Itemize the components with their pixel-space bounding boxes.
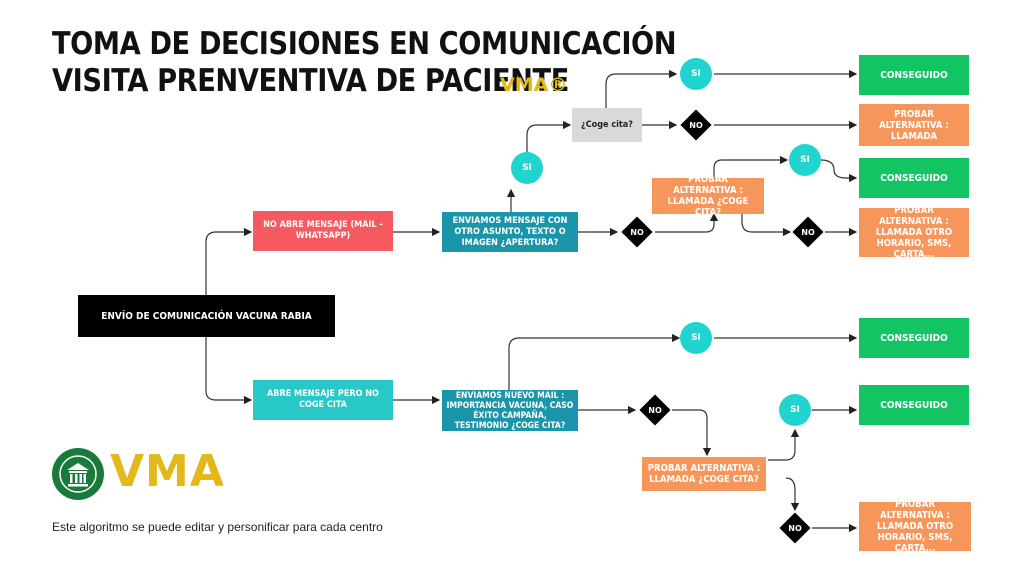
building-icon [59,455,97,493]
no-label: NO [648,405,662,415]
yes-circle: SI [680,322,712,354]
no-abre-node: No abre mensaje (Mail - Whatsapp) [253,211,393,251]
alternativa-otro-horario-node: PROBAR ALTERNATIVA : LLAMADA OTRO HORARI… [859,499,971,554]
abre-node: Abre mensaje pero no coge cita [253,380,393,420]
no-diamond: NO [680,109,712,141]
no-label: NO [801,227,815,237]
vma-logo-text: VMA [110,446,225,497]
alternativa-llamada-node: PROBAR ALTERNATIVA : LLAMADA [859,104,969,146]
no-diamond: NO [621,216,653,248]
footer-note: Este algoritmo se puede editar y personi… [52,520,383,534]
no-label: NO [788,523,802,533]
no-diamond: NO [779,512,811,544]
vma-logo-emblem [52,448,104,500]
no-label: NO [630,227,644,237]
conseguido-node: CONSEGUIDO [859,158,969,198]
start-node: Envío de comunicación vacuna rabia [78,295,335,337]
title-line-1: TOMA DE DECISIONES EN COMUNICACIÓN [52,26,677,62]
enviamos-nuevo-node: Enviamos nuevo mail : Importancia vacuna… [442,390,578,431]
alternativa-llamada-cita-node: PROBAR ALTERNATIVA : LLAMADA ¿COGE CITA? [652,174,764,218]
no-diamond: NO [639,394,671,426]
no-diamond: NO [792,216,824,248]
conseguido-node: CONSEGUIDO [859,318,969,358]
conseguido-node: CONSEGUIDO [859,385,969,425]
yes-circle: SI [680,58,712,90]
yes-circle: SI [779,394,811,426]
coge-cita-node: ¿Coge cita? [572,108,642,142]
yes-circle: SI [511,152,543,184]
brand-mark: VMA® [500,74,568,96]
no-label: NO [689,120,703,130]
yes-circle: SI [789,144,821,176]
alternativa-otro-horario-node: PROBAR ALTERNATIVA : LLAMADA OTRO HORARI… [859,205,969,260]
conseguido-node: CONSEGUIDO [859,55,969,95]
alternativa-llamada-cita-node: PROBAR ALTERNATIVA : LLAMADA ¿COGE CITA? [642,457,766,491]
title-line-2: VISITA PRENVENTIVA DE PACIENTE [52,63,569,99]
enviamos-otro-node: Enviamos mensaje con otro asunto, texto … [442,212,578,252]
page-title: TOMA DE DECISIONES EN COMUNICACIÓN VISIT… [52,26,677,100]
